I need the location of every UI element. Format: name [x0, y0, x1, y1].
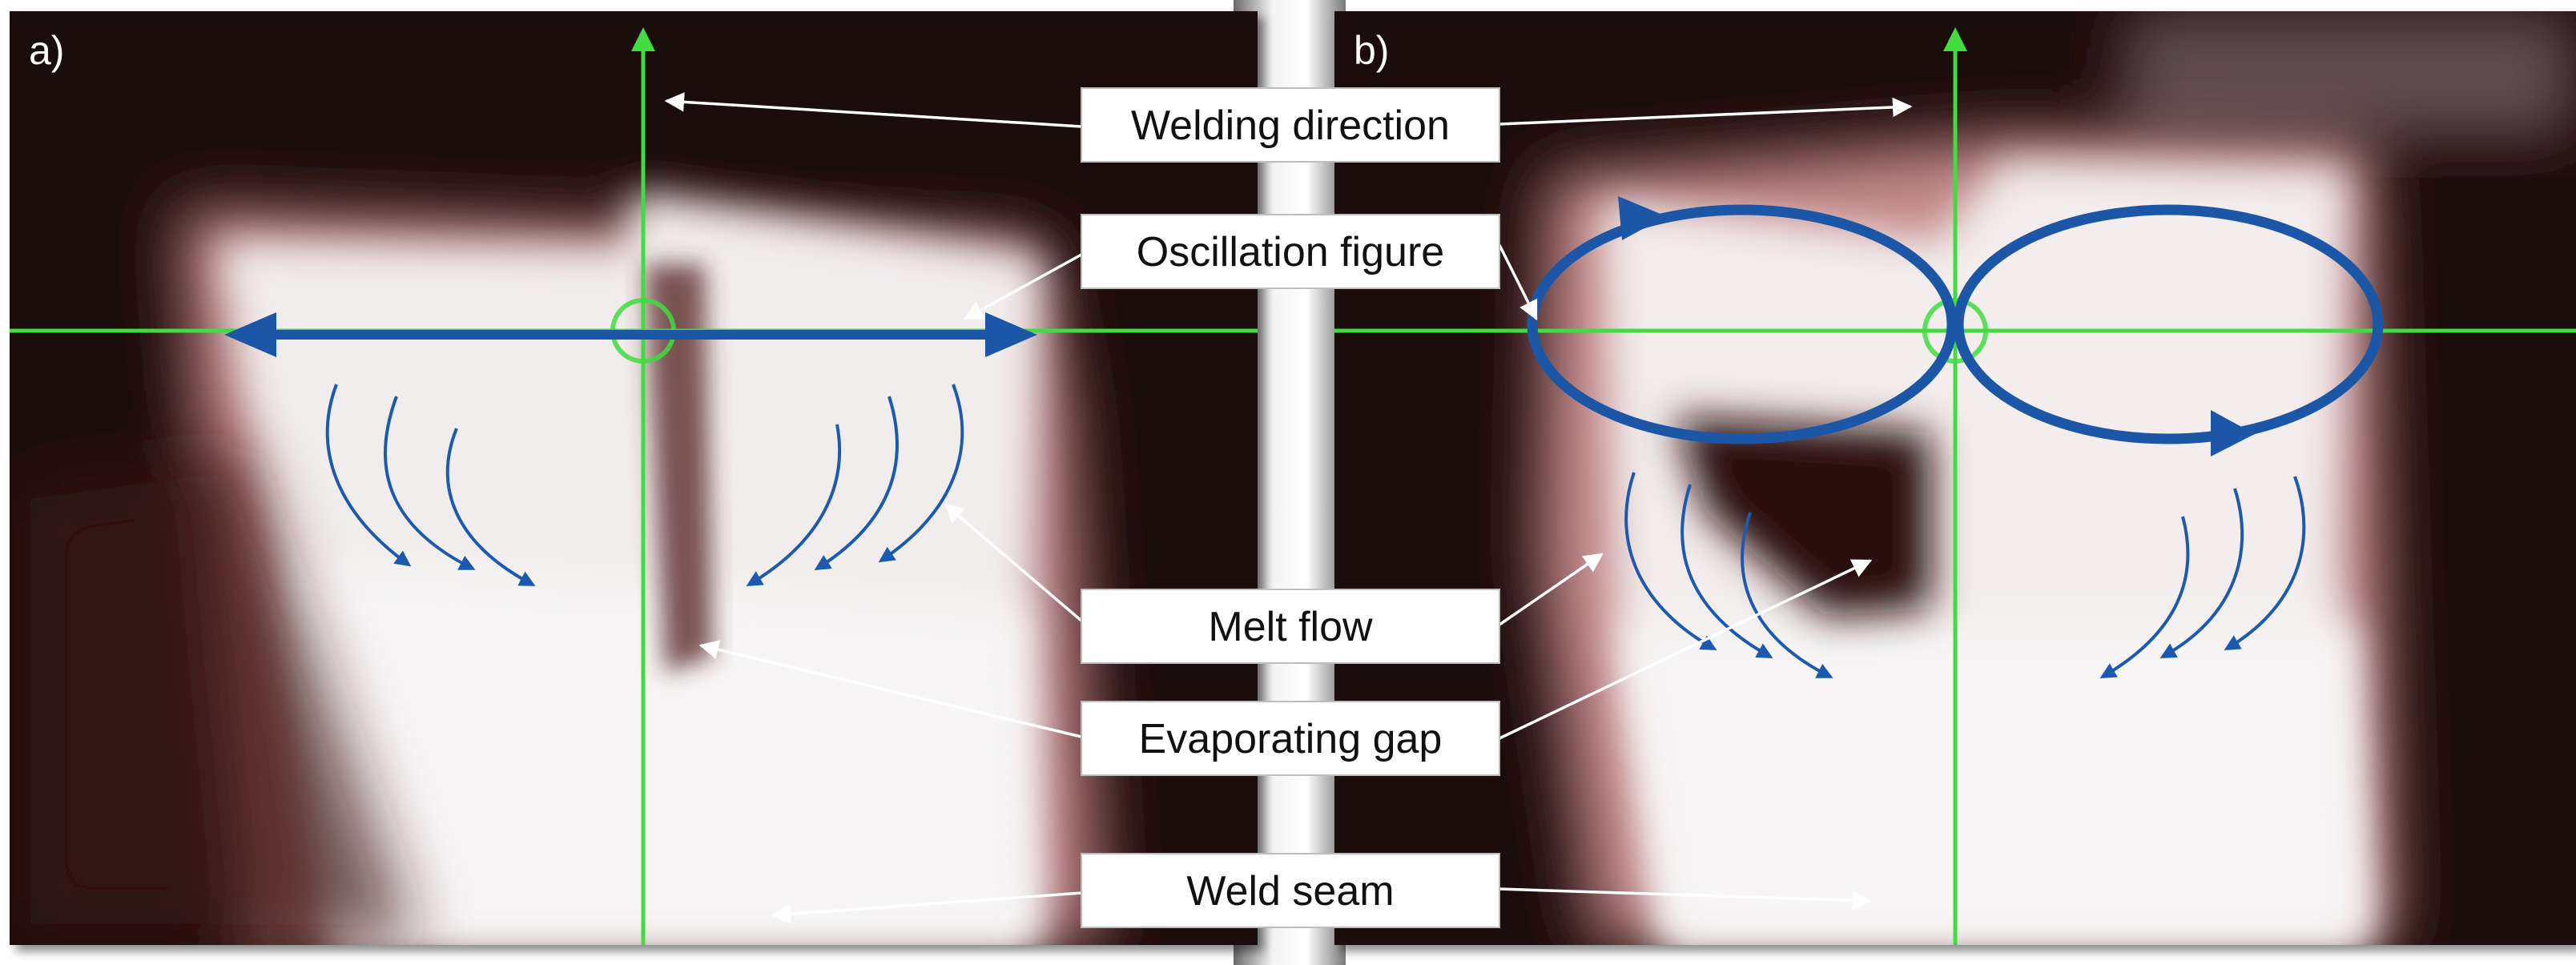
label-melt-flow: Melt flow [1081, 589, 1500, 664]
flow-arrow [325, 384, 412, 567]
panel-b-crosshair-ring [1922, 298, 1988, 364]
pointer-melt-flow-a [944, 503, 1083, 622]
pointer-melt-flow-b [1499, 553, 1604, 626]
flow-arrow [814, 396, 899, 571]
pointer-evaporating-gap-a [698, 640, 1082, 738]
pointer-oscillation-b [1498, 244, 1538, 321]
flow-arrow [2159, 488, 2244, 658]
pointer-arrows [664, 92, 1913, 924]
flow-arrow [878, 384, 964, 563]
panel-a-gap [645, 264, 713, 673]
label-oscillation-figure: Oscillation figure [1081, 214, 1500, 289]
panel-b-letter: b) [1354, 28, 1389, 73]
flow-arrow [1624, 472, 1717, 650]
pointer-evaporating-gap-b [1499, 559, 1873, 740]
panel-a: a) [10, 11, 1258, 945]
svg-text:Evaporating gap: Evaporating gap [1139, 716, 1443, 762]
panel-b-oscillation-loops [1527, 196, 2384, 456]
panel-a-letter: a) [29, 28, 64, 73]
pointer-welding-direction-b [1499, 97, 1913, 126]
label-weld-seam: Weld seam [1081, 853, 1500, 928]
pointer-weld-seam-a [771, 891, 1082, 924]
panel-b: b) [1334, 11, 2576, 945]
panel-a-melt-flow-arrows [325, 384, 964, 587]
flow-arrow [746, 424, 842, 587]
flow-arrow [383, 396, 476, 570]
pointer-oscillation-a [963, 253, 1082, 320]
flow-arrow [1680, 484, 1773, 658]
label-evaporating-gap: Evaporating gap [1081, 701, 1500, 776]
svg-text:Melt flow: Melt flow [1208, 604, 1373, 650]
flow-arrow [1741, 512, 1833, 678]
flow-arrow [445, 428, 536, 586]
panel-b-melt-flow-arrows [1624, 472, 2306, 679]
svg-text:Welding direction: Welding direction [1131, 103, 1450, 149]
label-welding-direction: Welding direction [1081, 87, 1500, 163]
flow-arrow [2224, 476, 2306, 651]
svg-text:Oscillation figure: Oscillation figure [1137, 229, 1444, 275]
flow-arrow [2099, 516, 2190, 679]
pointer-welding-direction-a [664, 92, 1082, 128]
panel-a-oscillation-line [224, 312, 1037, 357]
pointer-weld-seam-b [1499, 887, 1873, 911]
svg-text:Weld seam: Weld seam [1186, 868, 1394, 915]
